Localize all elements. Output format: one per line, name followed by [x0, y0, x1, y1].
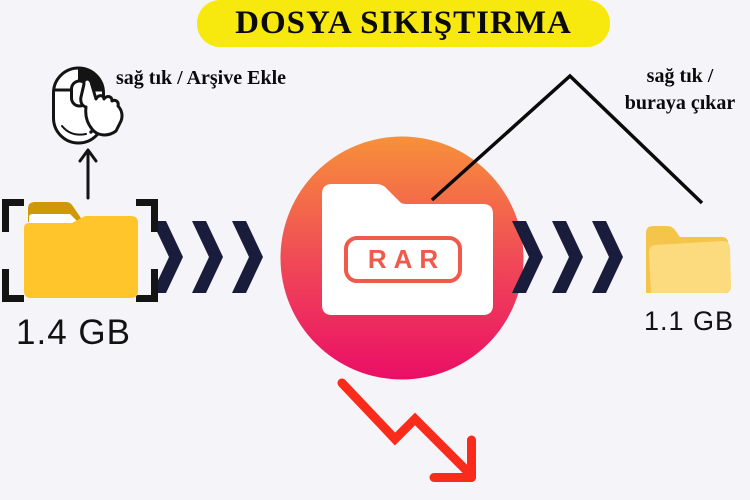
rar-format-badge: RAR [344, 236, 462, 283]
extract-step-label-line2: buraya çıkar [624, 92, 736, 114]
page-title: DOSYA SIKIŞTIRMA [235, 5, 572, 41]
selection-brackets [2, 199, 158, 302]
compress-step-label: sağ tık / Arşive Ekle [116, 67, 287, 89]
extract-step-label-line1: sağ tık / [646, 65, 714, 87]
title-banner: DOSYA SIKIŞTIRMA [197, 0, 610, 47]
extract-step-label: sağ tık / buraya çıkar [600, 63, 750, 117]
triple-chevron-right-icon-right [512, 221, 623, 293]
source-folder-size: 1.4 GB [16, 313, 131, 352]
triple-chevron-right-icon-left [152, 221, 263, 293]
trend-down-arrow-icon [337, 378, 476, 482]
open-folder-icon [646, 226, 731, 293]
pointing-hand-icon [79, 77, 124, 137]
output-folder-size: 1.1 GB [643, 306, 735, 336]
pointer-line [430, 73, 704, 205]
closed-folder-icon [24, 202, 138, 298]
mouse-right-click-icon [52, 66, 124, 145]
up-arrow-icon [78, 148, 98, 200]
